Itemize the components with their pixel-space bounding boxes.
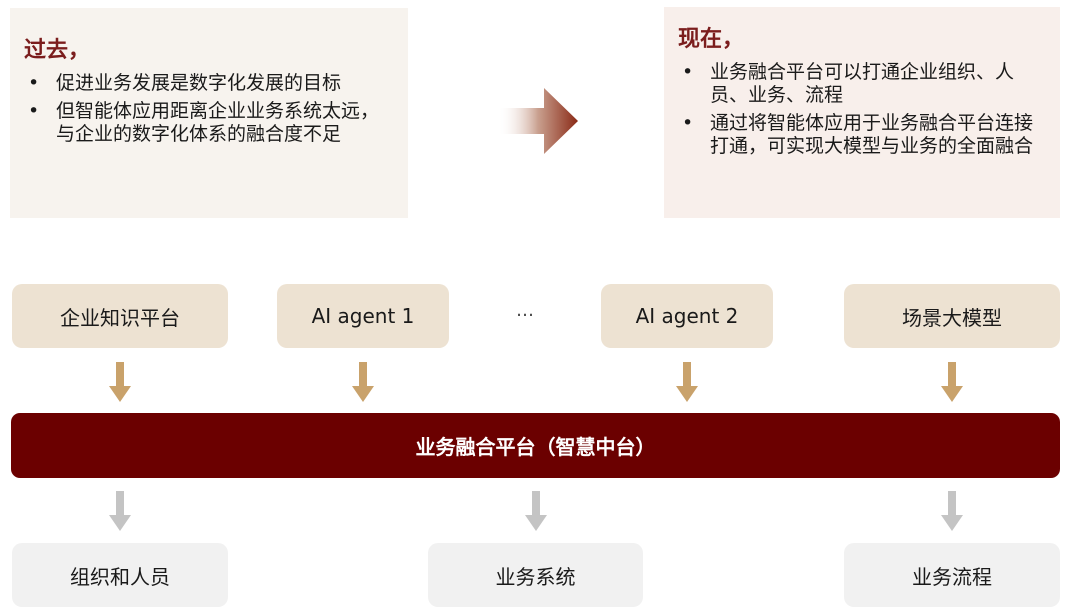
down-arrow-icon bbox=[109, 362, 131, 402]
bullet-dot: • bbox=[682, 61, 694, 84]
transition-arrow-icon bbox=[498, 88, 578, 154]
now-bullet: • 业务融合平台可以打通企业组织、人员、业务、流程 bbox=[678, 61, 1050, 107]
bullet-dot: • bbox=[28, 100, 40, 123]
ai-agent-2-box: AI agent 2 bbox=[601, 284, 773, 348]
org-and-people-box: 组织和人员 bbox=[12, 543, 228, 607]
now-title: 现在， bbox=[678, 27, 745, 52]
scene-model-box: 场景大模型 bbox=[844, 284, 1060, 348]
down-arrow-icon bbox=[525, 491, 547, 531]
past-bullet-list: • 促进业务发展是数字化发展的目标 • 但智能体应用距离企业业务系统太远，与企业… bbox=[24, 72, 394, 146]
down-arrow-icon bbox=[352, 362, 374, 402]
past-panel: 过去， • 促进业务发展是数字化发展的目标 • 但智能体应用距离企业业务系统太远… bbox=[10, 8, 408, 218]
ai-agent-1-box: AI agent 1 bbox=[277, 284, 449, 348]
knowledge-platform-box: 企业知识平台 bbox=[12, 284, 228, 348]
business-fusion-platform-bar: 业务融合平台（智慧中台） bbox=[11, 413, 1060, 478]
bullet-dot: • bbox=[28, 72, 40, 95]
now-panel: 现在， • 业务融合平台可以打通企业组织、人员、业务、流程 • 通过将智能体应用… bbox=[664, 7, 1060, 218]
now-bullet-list: • 业务融合平台可以打通企业组织、人员、业务、流程 • 通过将智能体应用于业务融… bbox=[678, 61, 1046, 158]
business-process-box: 业务流程 bbox=[844, 543, 1060, 607]
past-bullet-text: 促进业务发展是数字化发展的目标 bbox=[56, 72, 342, 95]
past-bullet-text: 但智能体应用距离企业业务系统太远，与企业的数字化体系的融合度不足 bbox=[56, 100, 380, 146]
past-title: 过去， bbox=[24, 38, 91, 63]
ellipsis: … bbox=[516, 300, 534, 321]
now-bullet: • 通过将智能体应用于业务融合平台连接打通，可实现大模型与业务的全面融合 bbox=[678, 112, 1050, 158]
down-arrow-icon bbox=[941, 362, 963, 402]
now-bullet-text: 业务融合平台可以打通企业组织、人员、业务、流程 bbox=[710, 61, 1015, 107]
bullet-dot: • bbox=[682, 112, 694, 135]
down-arrow-icon bbox=[941, 491, 963, 531]
past-bullet: • 促进业务发展是数字化发展的目标 bbox=[24, 72, 386, 95]
past-bullet: • 但智能体应用距离企业业务系统太远，与企业的数字化体系的融合度不足 bbox=[24, 100, 386, 146]
down-arrow-icon bbox=[676, 362, 698, 402]
down-arrow-icon bbox=[109, 491, 131, 531]
now-bullet-text: 通过将智能体应用于业务融合平台连接打通，可实现大模型与业务的全面融合 bbox=[710, 112, 1034, 158]
business-system-box: 业务系统 bbox=[428, 543, 643, 607]
